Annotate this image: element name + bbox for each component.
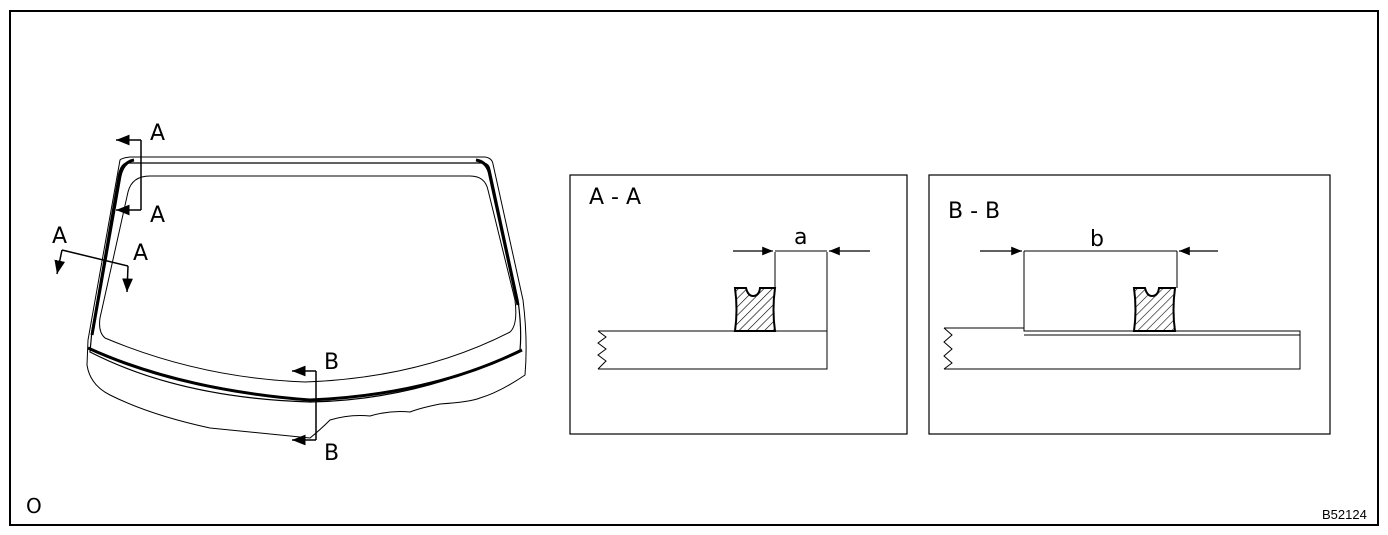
section-b-molding — [1132, 287, 1177, 332]
corner-mark: O — [26, 494, 42, 518]
section-a-title: A - A — [589, 185, 641, 210]
glass-inner-border — [99, 175, 517, 383]
cut-label-b2: B — [324, 441, 339, 466]
section-a-box — [569, 174, 908, 435]
figure-code: B52124 — [1322, 507, 1367, 522]
molding-left — [90, 158, 135, 336]
cut-label-b1: B — [324, 350, 339, 375]
section-a-break-mark — [597, 330, 607, 370]
section-a-glass — [598, 330, 828, 370]
section-b-panel: B - B b — [928, 174, 1331, 435]
section-b-glass — [944, 327, 1301, 370]
cut-line-a-side — [54, 249, 133, 293]
cut-line-a-upper — [116, 134, 142, 216]
diagram-frame — [9, 10, 1379, 526]
section-a-molding — [733, 287, 777, 332]
molding-right — [475, 158, 520, 306]
cut-line-b — [292, 365, 317, 446]
cut-label-a2: A — [150, 203, 165, 228]
windshield-body-outline — [86, 156, 527, 439]
glass-outer-edge — [89, 162, 522, 403]
section-b-break-mark — [943, 327, 953, 370]
windshield-view: A A A A B B — [52, 121, 527, 466]
dimension-b-label: b — [1090, 227, 1104, 252]
cut-label-a1: A — [150, 121, 165, 146]
dimension-a-label: a — [794, 225, 807, 250]
section-b-box — [928, 174, 1331, 435]
glass-bottom-edge — [87, 346, 523, 402]
cut-label-a3: A — [52, 224, 67, 249]
section-b-title: B - B — [948, 199, 1000, 224]
section-a-panel: A - A a — [569, 174, 908, 435]
cut-label-a4: A — [133, 241, 148, 266]
